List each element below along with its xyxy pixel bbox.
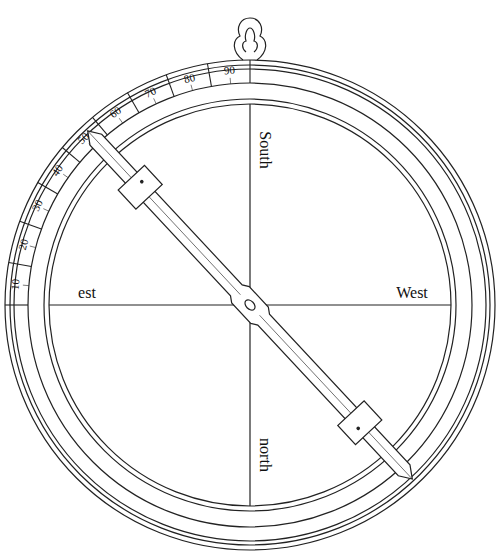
direction-label: est: [76, 285, 98, 301]
scale-subtick: [43, 209, 48, 212]
scale-tick: [20, 221, 42, 229]
scale-tick: [5, 304, 28, 305]
scale-tick: [166, 75, 174, 97]
scale-tick: [62, 148, 80, 163]
degree-number: 30: [30, 198, 45, 213]
scale-subtick: [119, 118, 122, 123]
degree-number: 10: [10, 279, 22, 291]
scale-tick: [9, 262, 32, 266]
scale-subtick: [30, 246, 36, 248]
scale-subtick: [23, 285, 29, 287]
direction-label: north: [257, 436, 273, 474]
degree-number: 80: [182, 71, 195, 84]
scale-tick: [38, 183, 58, 195]
degree-number: 20: [16, 237, 29, 250]
scale-subtick: [191, 85, 193, 91]
scale-subtick: [63, 174, 68, 177]
degree-number: 90: [224, 65, 236, 77]
scale-tick: [207, 64, 211, 87]
scale-subtick: [154, 98, 157, 103]
degree-number: 70: [143, 85, 158, 100]
scale-tick: [128, 93, 140, 113]
scale-tick: [249, 60, 250, 83]
direction-label: West: [394, 285, 430, 301]
direction-label: South: [257, 129, 273, 170]
scale-subtick: [230, 78, 232, 84]
